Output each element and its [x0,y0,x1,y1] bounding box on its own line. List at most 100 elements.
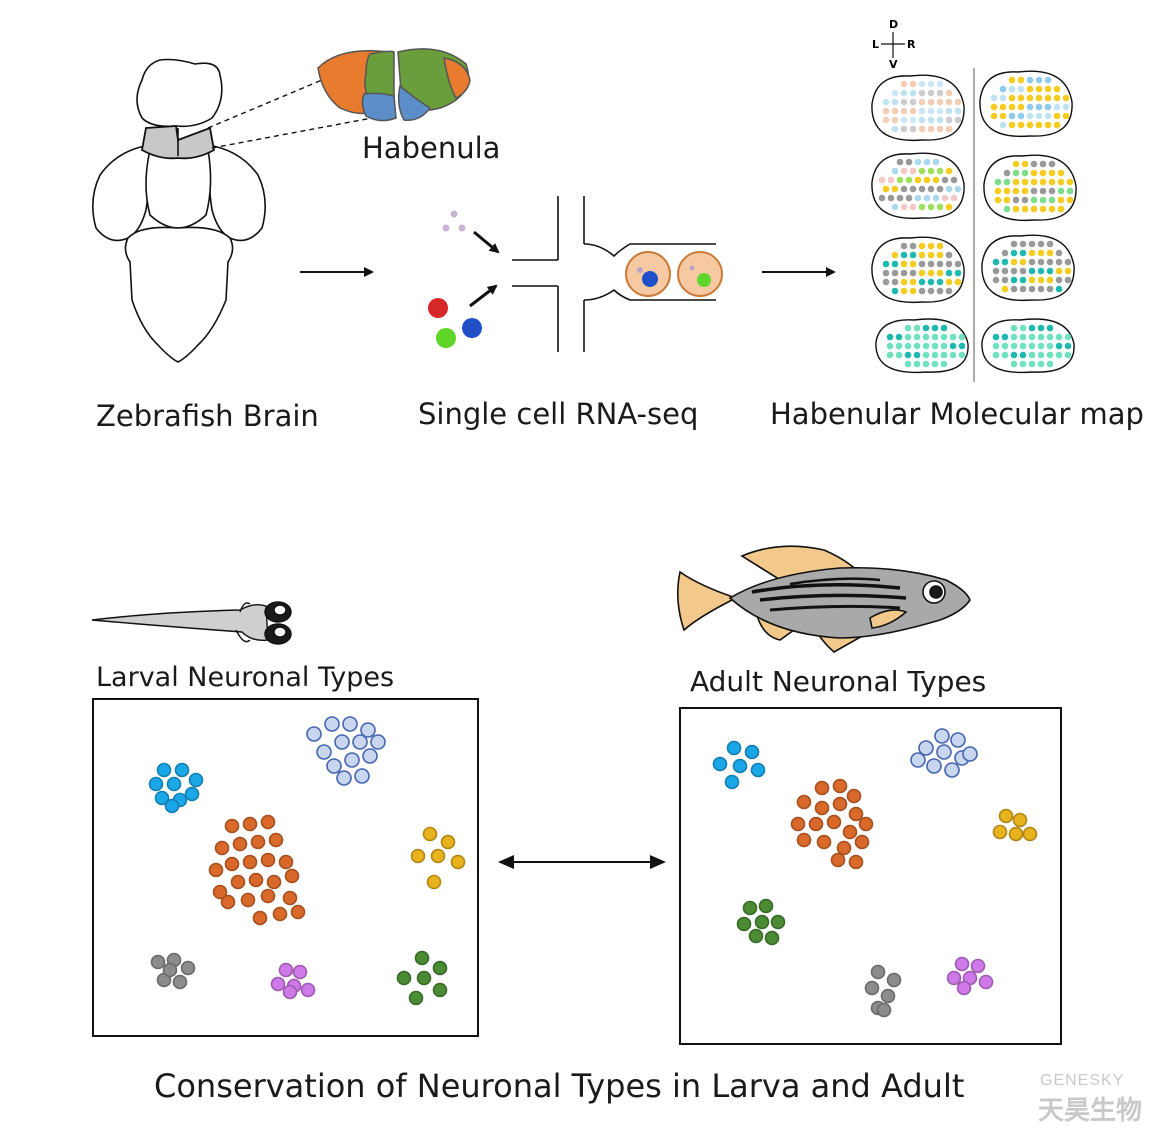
neuron-dot [764,930,780,946]
map-dot [909,260,917,268]
map-dot [1008,85,1016,93]
map-dot [990,94,998,102]
map-dot [927,278,935,286]
neuron-dot [440,834,456,850]
map-dot [936,167,944,175]
map-dot [936,89,944,97]
map-dot [1017,94,1025,102]
map-dot [895,342,903,350]
map-dot [1064,258,1072,266]
map-dot [940,360,948,368]
map-dot [941,176,949,184]
map-dot [1001,351,1009,359]
map-dot [1019,276,1027,284]
map-dot [1008,76,1016,84]
map-dot [1048,205,1056,213]
map-dot [1001,342,1009,350]
map-dot [1037,276,1045,284]
habenula-map-panel [983,154,1077,222]
map-dot [936,251,944,259]
map-dot [927,203,935,211]
map-dot [1035,76,1043,84]
neuron-dot [278,854,294,870]
map-dot [1010,249,1018,257]
map-dot [1053,85,1061,93]
neuron-dot [270,976,286,992]
map-dot [1030,160,1038,168]
map-dot [949,333,957,341]
neuron-dot [870,964,886,980]
habenula-map-panel [981,318,1075,374]
map-dot [1021,160,1029,168]
map-dot [945,251,953,259]
map-dot [932,194,940,202]
map-dot [1019,240,1027,248]
map-dot [945,107,953,115]
map-dot [922,324,930,332]
map-dot [936,98,944,106]
map-dot [1026,121,1034,129]
map-dot [1028,333,1036,341]
map-dot [992,333,1000,341]
map-dot [918,185,926,193]
map-dot [914,176,922,184]
map-dot [1055,249,1063,257]
neuron-dot [732,758,748,774]
map-dot [1057,205,1065,213]
map-label: Habenular Molecular map [770,397,1144,431]
map-dot [958,351,966,359]
map-dot [918,251,926,259]
map-dot [1017,85,1025,93]
map-dot [886,351,894,359]
neuron-dot [1022,826,1038,842]
map-dot [945,185,953,193]
map-dot [900,98,908,106]
map-dot [1064,342,1072,350]
neuron-dot [926,758,942,774]
neuron-dot [240,892,256,908]
neuron-dot [290,904,306,920]
map-dot [949,351,957,359]
map-dot [1035,94,1043,102]
map-dot [1030,196,1038,204]
map-dot [891,260,899,268]
neuron-cluster [910,728,978,778]
map-dot [1035,121,1043,129]
map-dot [1028,351,1036,359]
map-dot [1001,258,1009,266]
map-dot [1037,249,1045,257]
map-dot [1012,178,1020,186]
habenula-map-panel [875,318,969,374]
map-dot [1010,360,1018,368]
neuron-dot [362,748,378,764]
habenula-map-panel [981,234,1075,302]
map-dot [936,287,944,295]
map-dot [914,194,922,202]
map-dot [1037,285,1045,293]
map-dot [909,185,917,193]
map-dot [999,85,1007,93]
map-dot [900,287,908,295]
map-dot [1039,205,1047,213]
map-dot [1012,196,1020,204]
map-dot [927,185,935,193]
neuron-dot [272,906,288,922]
map-dot [1053,94,1061,102]
map-dot [1064,333,1072,341]
map-dot [1046,276,1054,284]
map-dot [1055,267,1063,275]
map-dot [918,242,926,250]
map-dot [999,94,1007,102]
map-dot [918,260,926,268]
map-dot [945,89,953,97]
neuron-dot [910,752,926,768]
map-dot [1046,342,1054,350]
neuron-dot [232,836,248,852]
neuron-cluster [992,808,1038,842]
neuron-dot [858,816,874,832]
neuron-dot [836,840,852,856]
map-dot [1003,196,1011,204]
neuron-dot [1008,826,1024,842]
map-dot [1039,196,1047,204]
neuron-dot [744,744,760,760]
